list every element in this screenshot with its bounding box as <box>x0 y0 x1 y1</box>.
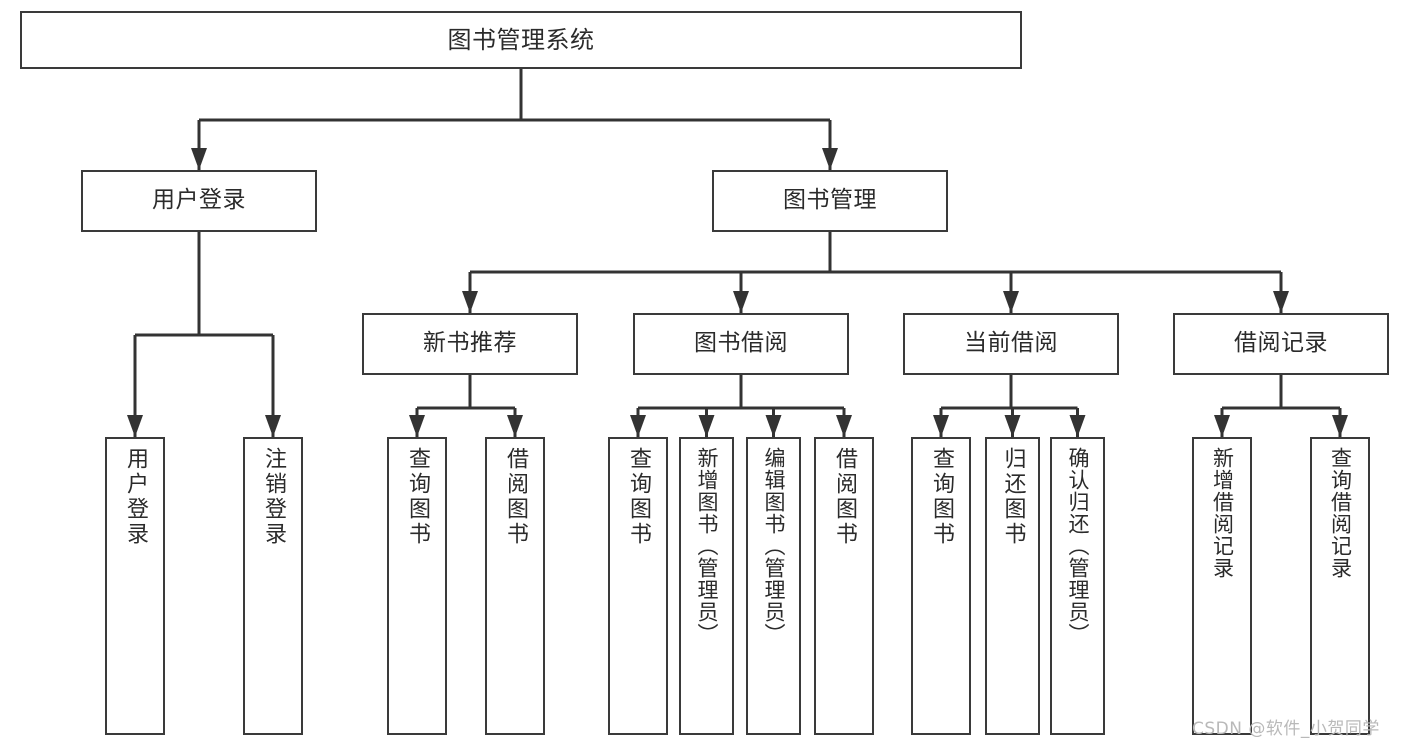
node-label: 查询借阅记录 <box>1328 447 1353 579</box>
leaf-confirm-return-admin[interactable]: 确认归还（管理员） <box>1050 437 1105 735</box>
node-label: 新书推荐 <box>423 330 517 357</box>
node-label: 借阅图书 <box>503 447 528 547</box>
node-label: 查询图书 <box>626 447 651 547</box>
node-label: 当前借阅 <box>964 330 1058 357</box>
node-label: 用户登录 <box>123 447 148 547</box>
node-label: 图书借阅 <box>694 330 788 357</box>
node-label: 归还图书 <box>1000 447 1026 547</box>
csdn-watermark: CSDN @软件_小贺同学 <box>1192 719 1380 739</box>
leaf-user-login[interactable]: 用户登录 <box>105 437 165 735</box>
node-new-book-recommend[interactable]: 新书推荐 <box>362 313 578 375</box>
leaf-add-book-admin[interactable]: 新增图书（管理员） <box>679 437 734 735</box>
node-label: 注销登录 <box>261 447 286 547</box>
node-label: 新增借阅记录 <box>1210 447 1235 579</box>
node-book-borrow[interactable]: 图书借阅 <box>633 313 849 375</box>
leaf-return-book[interactable]: 归还图书 <box>985 437 1040 735</box>
node-label: 确认归还（管理员） <box>1066 447 1090 645</box>
node-book-management[interactable]: 图书管理 <box>712 170 948 232</box>
node-borrow-record[interactable]: 借阅记录 <box>1173 313 1389 375</box>
node-label: 图书管理 <box>783 187 877 214</box>
leaf-query-borrow-record[interactable]: 查询借阅记录 <box>1310 437 1370 735</box>
leaf-query-book-recommend[interactable]: 查询图书 <box>387 437 447 735</box>
node-label: 图书管理系统 <box>447 25 595 54</box>
leaf-query-book-borrow[interactable]: 查询图书 <box>608 437 668 735</box>
node-label: 查询图书 <box>405 447 430 547</box>
leaf-add-borrow-record[interactable]: 新增借阅记录 <box>1192 437 1252 735</box>
leaf-borrow-book[interactable]: 借阅图书 <box>814 437 874 735</box>
node-user-login[interactable]: 用户登录 <box>81 170 317 232</box>
node-label: 查询图书 <box>929 447 954 547</box>
leaf-borrow-book-recommend[interactable]: 借阅图书 <box>485 437 545 735</box>
leaf-logout[interactable]: 注销登录 <box>243 437 303 735</box>
node-label: 借阅图书 <box>832 447 857 547</box>
node-current-borrow[interactable]: 当前借阅 <box>903 313 1119 375</box>
node-label: 用户登录 <box>152 187 246 214</box>
node-label: 借阅记录 <box>1234 330 1328 357</box>
node-root-system[interactable]: 图书管理系统 <box>20 11 1022 69</box>
leaf-edit-book-admin[interactable]: 编辑图书（管理员） <box>746 437 801 735</box>
node-label: 新增图书（管理员） <box>695 447 719 645</box>
node-label: 编辑图书（管理员） <box>762 447 786 645</box>
leaf-query-book-current[interactable]: 查询图书 <box>911 437 971 735</box>
